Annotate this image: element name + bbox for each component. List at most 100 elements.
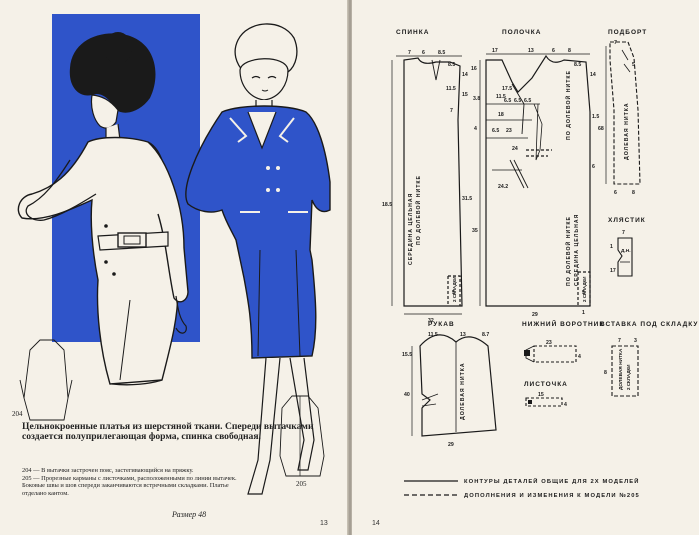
svg-text:16: 16 <box>471 66 477 72</box>
fashion-illustration <box>17 14 331 495</box>
left-page: 204 205 Цельнокроенные платья из шерстян… <box>0 0 348 535</box>
svg-text:7: 7 <box>622 230 625 236</box>
svg-text:6: 6 <box>614 190 617 196</box>
legend-solid-text: КОНТУРЫ ДЕТАЛЕЙ ОБЩИЕ ДЛЯ 2Х МОДЕЛЕЙ <box>464 477 640 485</box>
svg-text:8.5: 8.5 <box>448 62 455 68</box>
pattern-undercollar <box>524 345 577 363</box>
pattern-facing <box>605 41 641 185</box>
facing-grain-label: ДОЛЕВАЯ НИТКА <box>624 102 630 160</box>
pattern-front <box>479 53 591 307</box>
pattern-pleat-insert <box>611 345 639 397</box>
sleeve-measurements: 11.5 13 8.7 15.5 40 29 <box>402 332 489 448</box>
svg-text:14: 14 <box>590 72 596 78</box>
description-205: 205 — Прорезные карманы с листочками, ра… <box>22 474 237 497</box>
size-label: Размер 48 <box>172 510 207 519</box>
svg-text:3.8: 3.8 <box>473 96 480 102</box>
book-gutter <box>347 0 353 535</box>
back-fold-label: 2 СКЛАДКИ <box>452 276 457 302</box>
front-fold-label: 2 СКЛАДКИ <box>582 276 587 302</box>
svg-text:7: 7 <box>450 108 453 114</box>
svg-text:7: 7 <box>614 40 617 46</box>
svg-text:4: 4 <box>578 354 581 360</box>
svg-text:6.5: 6.5 <box>504 98 511 104</box>
svg-text:6: 6 <box>592 164 595 170</box>
model-label-204: 204 <box>12 410 23 418</box>
svg-text:1: 1 <box>582 310 585 316</box>
svg-text:23: 23 <box>546 340 552 346</box>
svg-text:11.5: 11.5 <box>446 86 456 92</box>
svg-text:31.5: 31.5 <box>462 196 472 202</box>
pattern-pocket-flap <box>525 397 563 407</box>
page-number-left: 13 <box>320 520 328 527</box>
title-pleat-insert: ВСТАВКА ПОД СКЛАДКУ <box>600 321 698 328</box>
svg-text:13: 13 <box>460 332 466 338</box>
tab-measurements: 7 1 17 <box>610 230 625 274</box>
svg-text:15: 15 <box>462 92 468 98</box>
undercollar-measurements: 23 4 <box>546 340 581 360</box>
title-front: ПОЛОЧКА <box>502 29 541 36</box>
front-grain-label: ПО ДОЛЕВОЙ НИТКЕ <box>564 70 572 140</box>
svg-text:8: 8 <box>632 190 635 196</box>
svg-text:6: 6 <box>552 48 555 54</box>
svg-text:17: 17 <box>492 48 498 54</box>
svg-text:32: 32 <box>428 318 434 324</box>
tab-grain-label: Д.Н. <box>621 248 631 254</box>
pattern-drafts: СПИНКА ПОЛОЧКА ПОДБОРТ ХЛЯСТИК РУКАВ НИЖ… <box>382 29 698 499</box>
svg-text:3: 3 <box>634 338 637 344</box>
pleat-measurements: 7 8 3 <box>604 338 637 376</box>
pocket-flap-measurements: 15 4 <box>538 392 567 408</box>
svg-text:35: 35 <box>472 228 478 234</box>
back-grain-label: ПО ДОЛЕВОЙ НИТКЕ <box>414 175 422 245</box>
svg-text:29: 29 <box>448 442 454 448</box>
svg-text:15: 15 <box>538 392 544 398</box>
sleeve-grain-label: ДОЛЕВАЯ НИТКА <box>460 362 466 420</box>
svg-text:8.5: 8.5 <box>438 50 445 56</box>
title-tab: ХЛЯСТИК <box>608 217 646 224</box>
silhouette-204 <box>23 339 69 421</box>
svg-text:24: 24 <box>512 146 518 152</box>
svg-text:17: 17 <box>610 268 616 274</box>
title-pocket-flap: ЛИСТОЧКА <box>524 381 568 388</box>
svg-text:13: 13 <box>528 48 534 54</box>
description: 204 — В вытачки застрочен пояс, застегив… <box>22 467 237 497</box>
pleat-grain-label: ДОЛЕВАЯ НИТКА <box>618 348 624 390</box>
woman-205-coat-dress <box>185 105 331 359</box>
svg-text:8: 8 <box>604 370 607 376</box>
svg-text:6.5: 6.5 <box>524 98 531 104</box>
title-sleeve: РУКАВ <box>428 321 455 328</box>
front-grain-label-2: ПО ДОЛЕВОЙ НИТКЕ <box>564 216 572 286</box>
front-center-label: СЕРЕДИНА ЦЕЛЬНАЯ <box>574 214 580 286</box>
title-back: СПИНКА <box>396 29 429 36</box>
silhouette-205 <box>279 395 325 477</box>
svg-text:18.5: 18.5 <box>382 202 392 208</box>
svg-text:29: 29 <box>532 312 538 318</box>
svg-text:5: 5 <box>452 290 455 296</box>
svg-text:6.5: 6.5 <box>492 128 499 134</box>
page-number-right: 14 <box>372 520 380 527</box>
svg-text:4: 4 <box>474 126 477 132</box>
woman-205-hair <box>234 23 298 73</box>
svg-text:1.5: 1.5 <box>592 114 599 120</box>
svg-text:5: 5 <box>582 290 585 296</box>
pattern-tab <box>617 237 633 277</box>
svg-text:6: 6 <box>422 50 425 56</box>
svg-text:18: 18 <box>498 112 504 118</box>
legend-dashed-text: ДОПОЛНЕНИЯ И ИЗМЕНЕНИЯ К МОДЕЛИ №205 <box>464 493 640 499</box>
svg-text:11.5: 11.5 <box>496 94 506 100</box>
woman-204-hair <box>69 33 156 113</box>
pleat-fold-label: 2 СКЛАДКИ <box>626 364 631 390</box>
facing-measurements: 7 68 6 8 5 <box>598 40 635 196</box>
title-facing: ПОДБОРТ <box>608 29 647 36</box>
svg-text:7: 7 <box>408 50 411 56</box>
pattern-sleeve <box>411 334 497 437</box>
svg-text:7: 7 <box>618 338 621 344</box>
description-204: 204 — В вытачки застрочен пояс, застегив… <box>22 467 194 474</box>
svg-text:23: 23 <box>506 128 512 134</box>
svg-text:11.5: 11.5 <box>428 332 438 338</box>
svg-text:40: 40 <box>404 392 410 398</box>
svg-text:15.5: 15.5 <box>402 352 412 358</box>
model-label-205: 205 <box>296 480 307 488</box>
back-measurements: 7 6 8.5 8.5 11.5 7 18.5 14 15 31.5 32 5 <box>382 50 472 324</box>
svg-text:5: 5 <box>632 62 635 68</box>
